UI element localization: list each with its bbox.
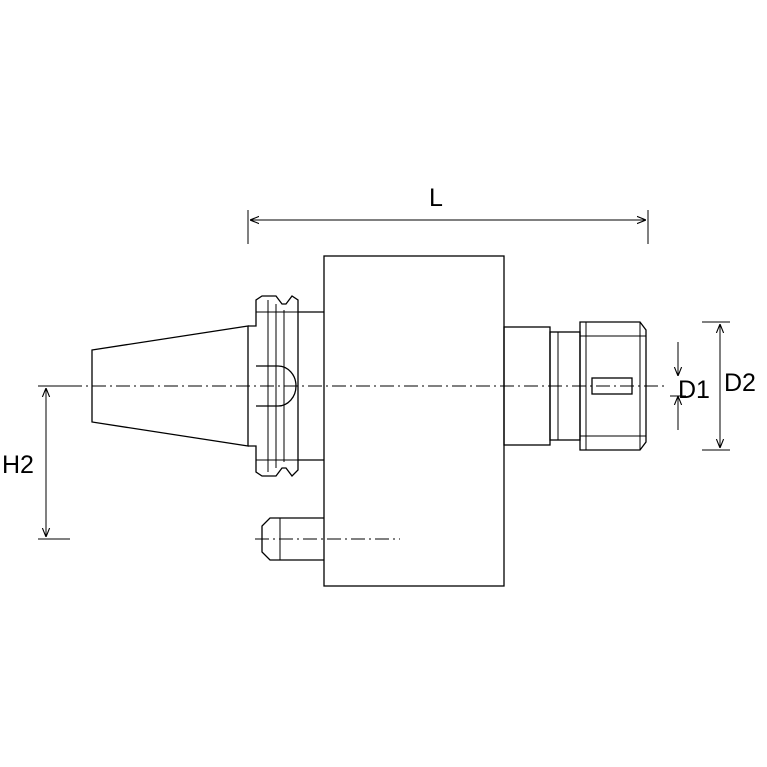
- dimension-label-l: L: [429, 184, 443, 212]
- collet-nut: [579, 321, 647, 451]
- dimension-height: H2: [2, 385, 70, 540]
- dimension-label-h2: H2: [2, 451, 34, 479]
- main-body: [323, 255, 505, 587]
- dimension-inner-diameter: D1: [670, 342, 710, 430]
- dimension-label-d2: D2: [724, 369, 756, 397]
- dimension-length: L: [247, 184, 649, 244]
- dimension-label-d1: D1: [678, 376, 710, 404]
- flange: [248, 295, 299, 477]
- dimension-outer-diameter: D2: [702, 321, 756, 451]
- neck: [298, 311, 324, 461]
- locating-pin: [261, 517, 324, 561]
